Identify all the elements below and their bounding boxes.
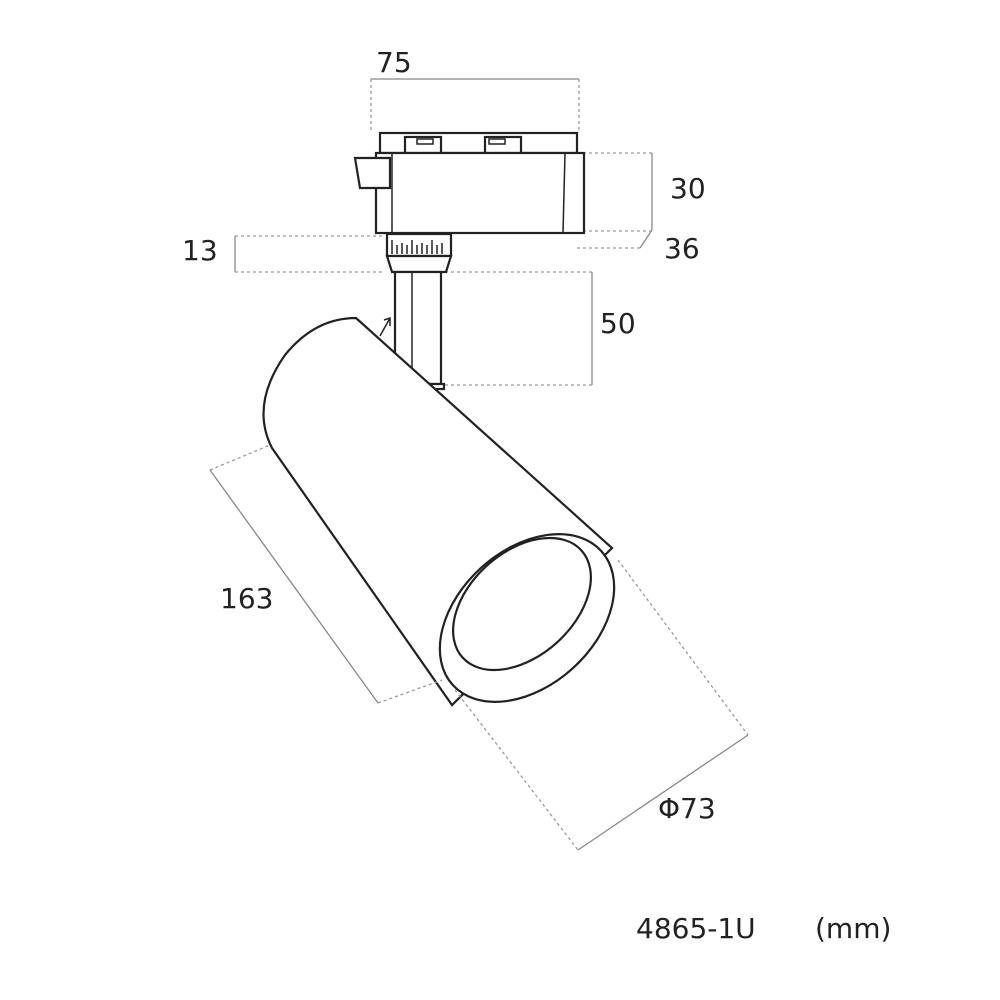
label-height-top: 30 [670,172,706,205]
rotating-collar [385,232,453,274]
dimension-height [577,152,653,249]
dimension-stem [445,271,593,386]
dimension-length [209,444,443,704]
label-diameter: Φ73 [658,792,716,825]
dimension-width [370,78,580,132]
track-adapter [353,131,586,235]
label-width: 75 [376,46,412,79]
label-length: 163 [220,582,274,615]
dimension-collar [234,235,385,273]
unit-label: (mm) [815,912,892,945]
dimension-diameter [454,559,749,851]
label-stem: 50 [600,307,636,340]
lamp-cylinder [262,316,616,707]
label-height-total: 36 [664,232,700,265]
label-collar: 13 [182,234,218,267]
model-number: 4865-1U [636,912,756,945]
